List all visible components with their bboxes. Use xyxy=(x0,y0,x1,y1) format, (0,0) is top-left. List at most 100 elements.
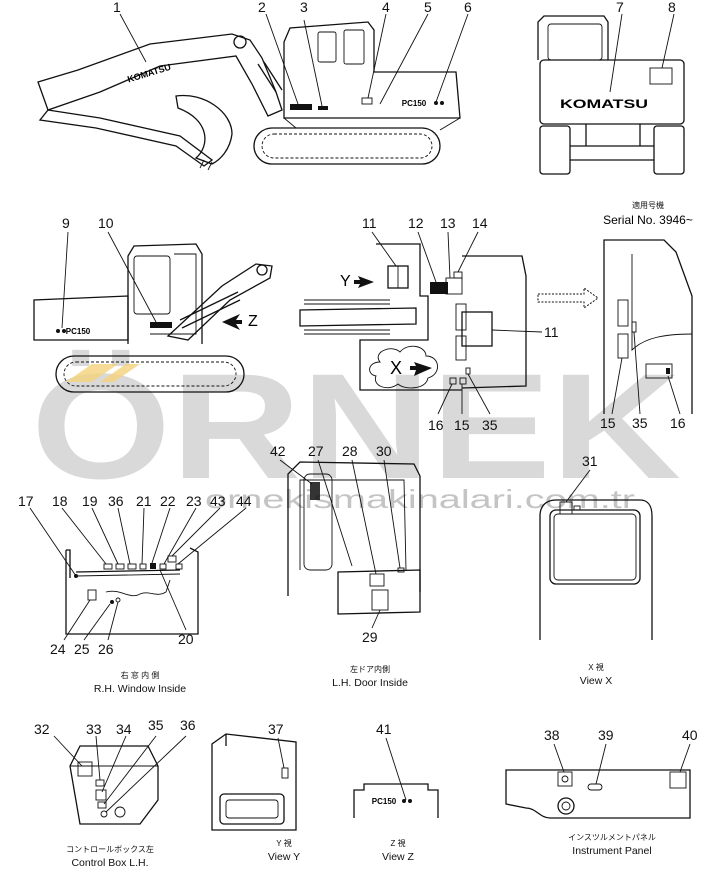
serial-inset-curve xyxy=(631,254,693,352)
decal-35-box xyxy=(97,801,107,809)
boom-brand-label: KOMATSU xyxy=(126,62,172,85)
view-x-window xyxy=(549,509,641,585)
leader-16a xyxy=(437,383,453,415)
decal-38-knob xyxy=(561,775,569,783)
rear-brand-label: KOMATSU xyxy=(560,97,648,111)
callout-42: 42 xyxy=(270,443,286,459)
decal-33 xyxy=(95,779,105,787)
cab-window-rear xyxy=(343,29,365,65)
rear-view: KOMATSU xyxy=(537,15,685,175)
leader-18 xyxy=(61,507,107,565)
boom-shape xyxy=(37,33,283,117)
decal-15-inset xyxy=(617,299,629,327)
leader-40 xyxy=(679,743,691,773)
leader-10 xyxy=(107,231,157,323)
callout-14: 14 xyxy=(472,215,488,231)
callout-13: 13 xyxy=(440,215,456,231)
decal-44 xyxy=(175,563,183,570)
lh-door-inside xyxy=(287,461,421,615)
leader-1 xyxy=(119,13,147,63)
leader-25 xyxy=(83,603,111,641)
watermark: ÖRNEK ornekismakinalari.com.tr xyxy=(31,342,681,514)
track-shape xyxy=(253,127,441,165)
caption-instrument-panel-jp: インスツルメントパネル xyxy=(568,833,656,842)
callout-18: 18 xyxy=(52,493,68,509)
callout-6: 6 xyxy=(464,0,472,15)
leader-11a xyxy=(371,231,397,267)
watermark-brand: ÖRNEK xyxy=(31,342,681,510)
rh-window-frame xyxy=(65,547,199,635)
decal-15-top xyxy=(459,377,467,385)
decal-31-mark xyxy=(573,505,581,511)
callout-30: 30 xyxy=(376,443,392,459)
view-z-marker: Z xyxy=(248,313,258,330)
callout-16a: 16 xyxy=(428,417,444,433)
boom-pin xyxy=(233,35,247,49)
decal-43 xyxy=(167,555,177,563)
left-boom xyxy=(166,263,273,341)
callout-24: 24 xyxy=(50,641,66,657)
arm-shape xyxy=(38,109,214,167)
callout-22: 22 xyxy=(160,493,176,509)
leader-5 xyxy=(379,13,429,105)
callout-17: 17 xyxy=(18,493,34,509)
bucket-teeth xyxy=(199,159,213,171)
transition-arrow xyxy=(537,287,599,309)
decal-36-box xyxy=(100,810,108,818)
cab-outline xyxy=(283,21,461,119)
callout-32: 32 xyxy=(34,721,50,737)
left-boom-pin xyxy=(256,264,268,276)
left-track-inner xyxy=(63,361,237,387)
callout-5: 5 xyxy=(424,0,432,15)
view-z-arrow xyxy=(222,314,242,330)
top-cylinders xyxy=(304,299,390,335)
leader-11b xyxy=(491,329,543,333)
lh-door-window xyxy=(303,473,333,571)
leader-28 xyxy=(351,459,377,575)
caption-instrument-panel: Instrument Panel xyxy=(572,845,651,857)
left-dot-2 xyxy=(62,329,66,333)
decal-10 xyxy=(150,322,172,328)
leader-30 xyxy=(383,459,401,569)
leader-37 xyxy=(277,737,285,769)
caption-view-z-jp: Z 視 xyxy=(390,839,405,848)
callout-36b: 36 xyxy=(180,717,196,733)
leader-36b xyxy=(105,735,187,813)
leader-41 xyxy=(385,737,407,801)
view-x-window-inner xyxy=(553,513,637,581)
callout-37: 37 xyxy=(268,721,284,737)
lh-door-lower xyxy=(337,569,421,615)
view-y-window-inner xyxy=(225,799,279,819)
top-body xyxy=(461,255,527,389)
leader-17 xyxy=(29,507,77,577)
callout-31: 31 xyxy=(582,453,598,469)
leader-42 xyxy=(279,459,313,485)
callout-27: 27 xyxy=(308,443,324,459)
serial-note-jp: 適用号機 xyxy=(632,200,664,210)
leader-33 xyxy=(95,735,101,781)
callout-19: 19 xyxy=(82,493,98,509)
decal-41-dot xyxy=(402,799,406,803)
view-z-model-label: PC150 xyxy=(372,797,397,806)
caption-rh-window: R.H. Window Inside xyxy=(94,683,186,695)
excavator-side-view: KOMATSU PC150 xyxy=(37,21,461,171)
serial-note: Serial No. 3946~ xyxy=(603,213,693,227)
top-seat-block xyxy=(461,311,493,347)
instrument-panel xyxy=(505,769,691,819)
decal-23 xyxy=(159,563,167,570)
leader-34 xyxy=(101,735,127,793)
callout-4: 4 xyxy=(382,0,390,15)
serial-inset: 適用号機 Serial No. 3946~ xyxy=(603,200,693,414)
decal-41-dot-2 xyxy=(408,799,412,803)
decal-8 xyxy=(649,67,673,85)
control-knob xyxy=(114,806,126,818)
callout-26: 26 xyxy=(98,641,114,657)
decal-6-dot xyxy=(434,101,438,105)
leader-4 xyxy=(367,13,387,99)
rear-cab-outline xyxy=(537,15,609,60)
decal-16-inset xyxy=(645,363,673,379)
view-y-window xyxy=(219,793,285,825)
decal-36-rh xyxy=(127,563,137,570)
decal-26 xyxy=(115,597,121,603)
leader-16b xyxy=(667,375,681,415)
